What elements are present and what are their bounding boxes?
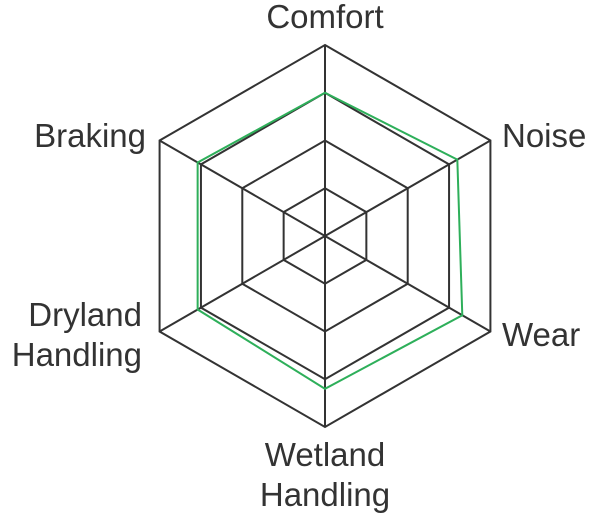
axis-label: Noise: [502, 117, 586, 154]
axis-label: Wear: [502, 316, 580, 353]
axis-spoke: [324, 139, 491, 237]
axis-spoke: [159, 235, 326, 333]
axis-spoke: [159, 139, 326, 237]
series-polygon: [196, 91, 464, 390]
axis-label: Comfort: [266, 0, 383, 35]
axis-label: Braking: [34, 117, 146, 154]
